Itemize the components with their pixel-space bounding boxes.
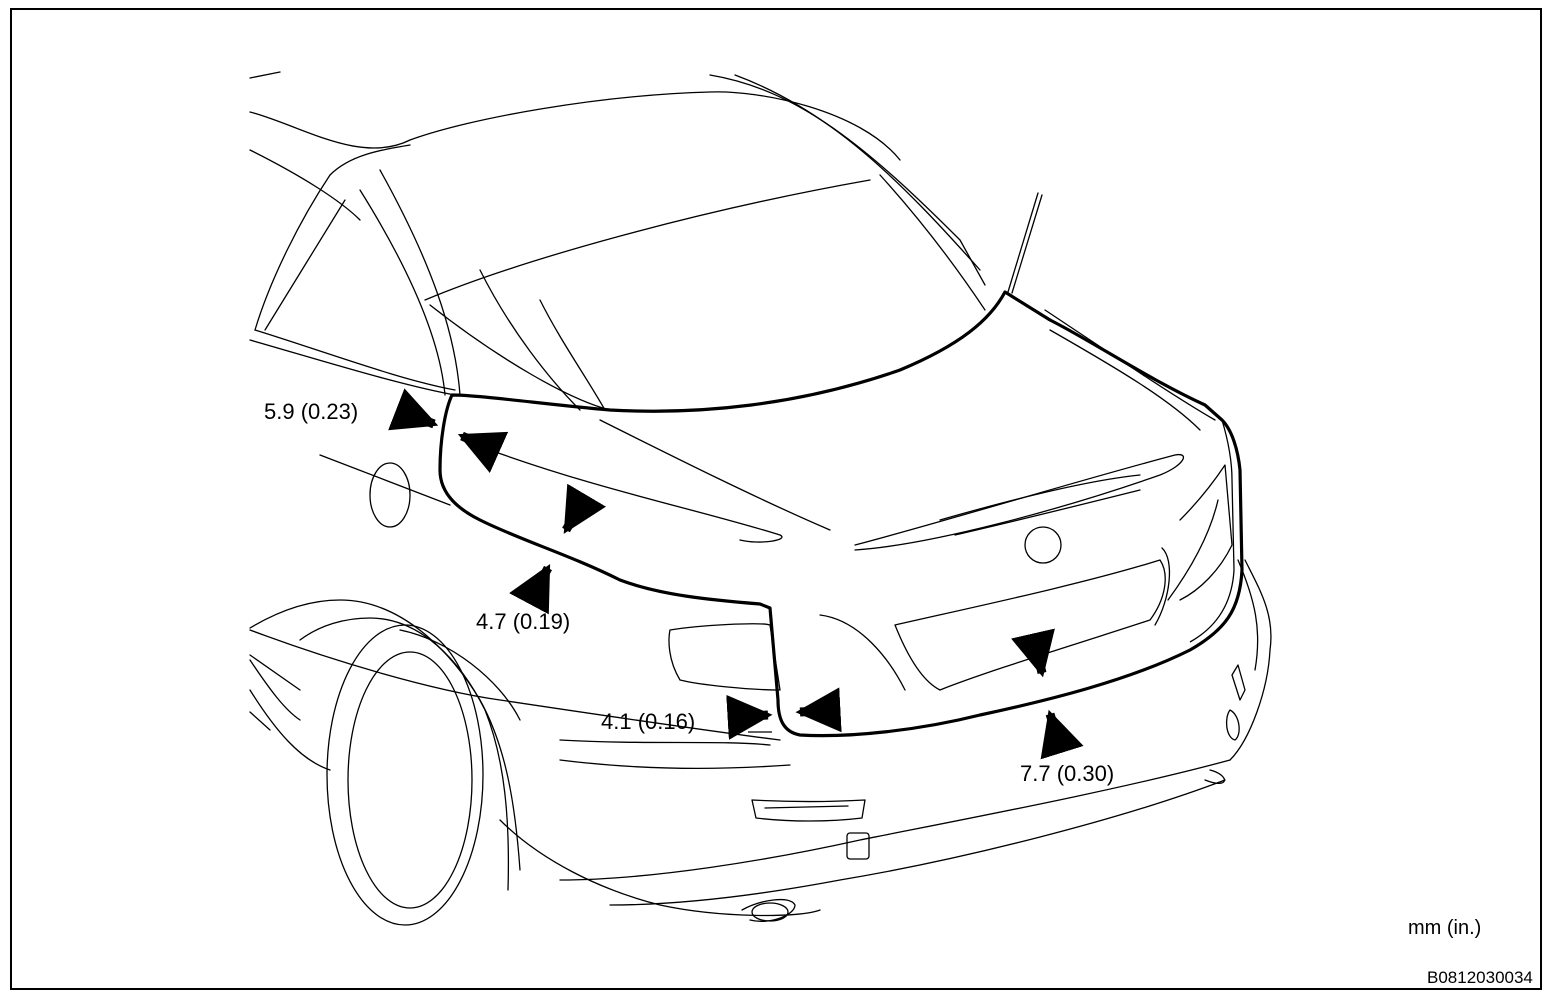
arrow-4.7-lower <box>509 564 552 615</box>
units-label: mm (in.) <box>1408 917 1482 939</box>
figure-code: B0812030034 <box>1427 968 1533 987</box>
arrow-7.7-lower <box>1040 709 1084 760</box>
measurement-label-lower-edge: 7.7 (0.30) <box>1020 761 1115 786</box>
arrow-4.1-outer <box>726 694 773 740</box>
measurement-arrows <box>388 388 1084 760</box>
figure-border <box>10 8 1542 990</box>
measurement-label-lower-left: 4.1 (0.16) <box>601 709 696 734</box>
arrow-4.7-upper <box>562 483 607 534</box>
measurement-label-left-side: 4.7 (0.19) <box>476 609 571 634</box>
arrow-5.9-inner <box>457 431 509 474</box>
arrow-4.1-inner <box>795 687 842 733</box>
weatherstrip-inner-line <box>1189 419 1235 643</box>
arrow-7.7-upper <box>1011 628 1055 678</box>
arrow-5.9-outer <box>388 388 439 431</box>
measurement-label-upper-left: 5.9 (0.23) <box>264 399 359 424</box>
car-outline-lines <box>249 71 1272 926</box>
weatherstrip-outline <box>438 290 1244 738</box>
